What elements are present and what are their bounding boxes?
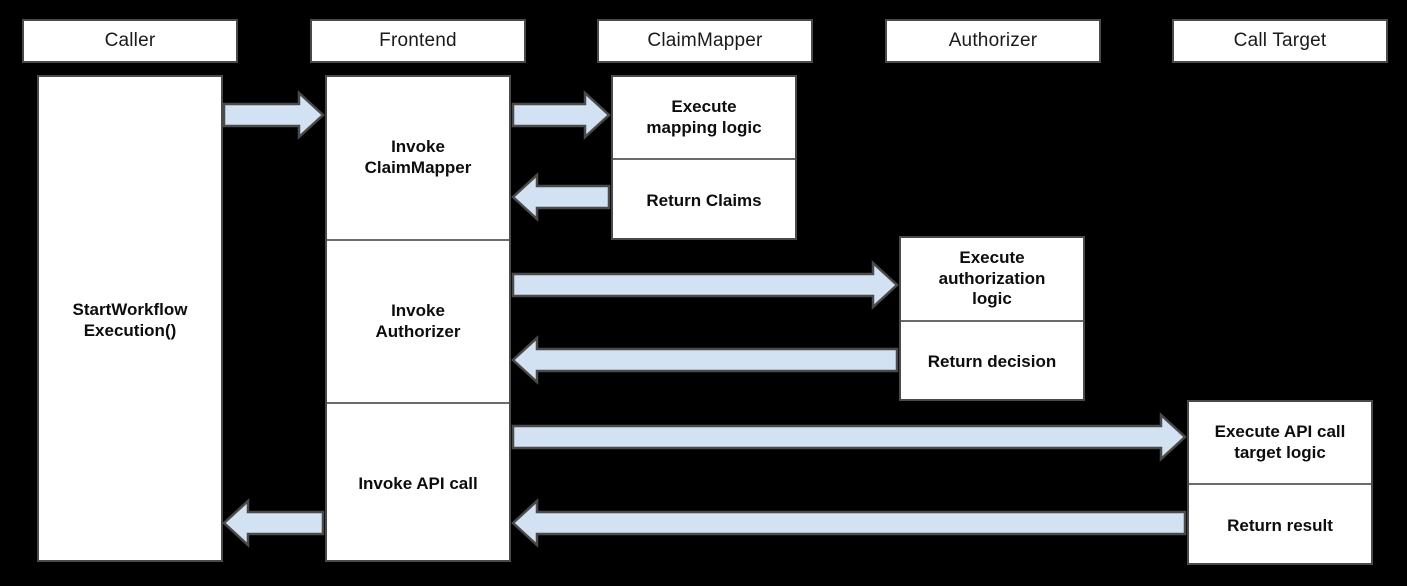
- msg-caller-to-frontend: [222, 90, 325, 140]
- msg-frontend-to-caller: [222, 498, 325, 548]
- arrow-shape: [511, 260, 899, 310]
- segment-label: Return Claims: [646, 190, 762, 210]
- arrow-shape: [511, 335, 899, 385]
- participant-label: Frontend: [379, 30, 457, 51]
- participant-label: Call Target: [1233, 30, 1327, 51]
- msg-authorizer-to-frontend: [511, 335, 899, 385]
- segment-label: Return result: [1227, 515, 1333, 535]
- participant-header-calltarget: Call Target: [1172, 19, 1388, 63]
- arrow-shape: [222, 498, 325, 548]
- participant-header-frontend: Frontend: [310, 19, 526, 63]
- arrow-shape: [511, 498, 1187, 548]
- msg-frontend-to-authorizer: [511, 260, 899, 310]
- arrow-shape: [222, 90, 325, 140]
- activation-segment-calltarget-seg-2: Return result: [1189, 483, 1371, 567]
- activation-segment-frontend-seg-3: Invoke API call: [327, 402, 509, 564]
- participant-header-caller: Caller: [22, 19, 238, 63]
- activation-segment-authorizer-seg-2: Return decision: [901, 320, 1083, 403]
- participant-header-claimmapper: ClaimMapper: [597, 19, 813, 63]
- msg-frontend-to-claimmapper: [511, 90, 611, 140]
- participant-label: Caller: [104, 30, 156, 51]
- arrow-shape: [511, 90, 611, 140]
- participant-header-authorizer: Authorizer: [885, 19, 1101, 63]
- arrow-shape: [511, 412, 1187, 462]
- activation-segment-claimmapper-seg-2: Return Claims: [613, 158, 795, 242]
- segment-label: Return decision: [927, 352, 1057, 372]
- msg-claimmapper-to-frontend: [511, 172, 611, 222]
- participant-label: Authorizer: [948, 30, 1038, 51]
- segment-label: Invoke API call: [358, 473, 478, 493]
- arrow-shape: [511, 172, 611, 222]
- participant-label: ClaimMapper: [647, 30, 763, 51]
- msg-frontend-to-calltarget: [511, 412, 1187, 462]
- msg-calltarget-to-frontend: [511, 498, 1187, 548]
